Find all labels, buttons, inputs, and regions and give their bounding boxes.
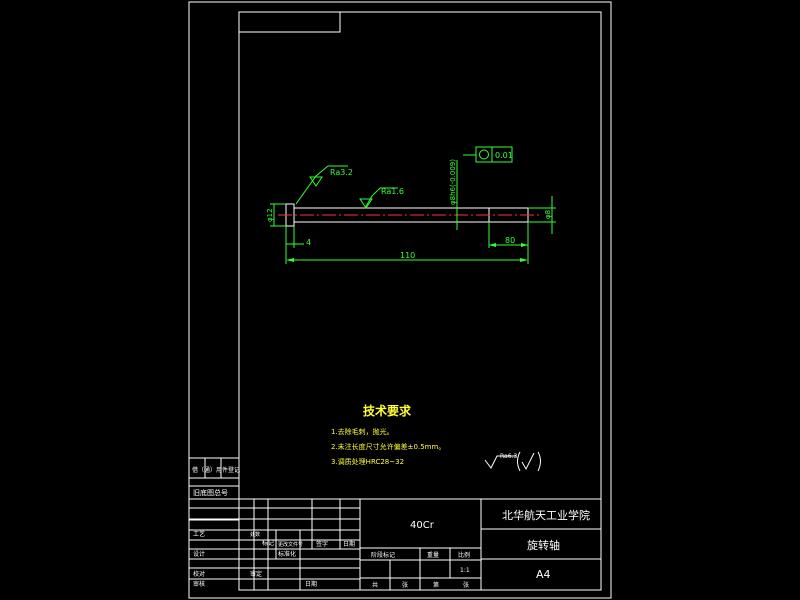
side-strip: 借（通）用件登记 旧底图总号 [189,457,240,569]
school-text: 北华航天工业学院 [502,508,590,522]
sheet-size-text: A4 [536,568,551,581]
roughness-top: Ra3.2 [330,168,353,177]
label-craft: 工艺 [193,530,205,538]
shaft-drawing: 110 80 4 φ12 φ8 φ8h6(-0.009) 0.01 R [266,146,556,264]
note-2: 2.未注长度尺寸允许偏差±0.5mm。 [331,442,445,451]
side-label-2: 旧底图总号 [193,488,228,497]
code-box [238,11,341,33]
part-name-text: 旋转轴 [527,538,560,552]
roughness-symbol-icon-2 [359,198,373,209]
sheet-zhang2: 张 [463,581,469,589]
dim-vertical: φ8h6(-0.009) [449,159,457,205]
general-roughness: Ra6.3 [484,451,541,472]
label-date: 日期 [305,580,317,588]
side-label-1: 借（通）用件登记 [192,466,240,474]
row-label-change: 更改文件号 [278,541,303,548]
row-label-date: 日期 [343,540,355,548]
drawing-frame [238,11,602,591]
material-text: 40Cr [410,520,435,531]
tolerance-value: 0.01 [495,151,513,160]
note-1: 1.去除毛刺，抛光。 [331,427,394,436]
ratio-label: 比例 [458,551,470,559]
roughness-general: Ra6.3 [500,453,517,460]
title-block: 标记 处数 更改文件号 签字 日期 设计 标准化 校对 审定 审核 工艺 日期 … [189,498,601,590]
stage-label: 阶段标记 [371,551,395,559]
scale-text: 1:1 [460,567,470,574]
dim-dia-right: φ8 [544,210,552,219]
roughness-mid: Ra1.6 [381,187,404,196]
technical-notes: 技术要求 1.去除毛刺，抛光。 2.未注长度尺寸允许偏差±0.5mm。 3.调质… [331,403,445,466]
dim-110: 110 [400,251,415,260]
label-approve: 审定 [250,570,262,578]
row-label-mark: 标记 [262,539,274,547]
dim-4: 4 [306,238,311,247]
note-3: 3.调质处理HRC28~32 [331,457,404,466]
label-standard: 标准化 [278,550,296,558]
weight-label: 重量 [427,551,439,559]
label-check: 校对 [193,570,205,578]
sheet-total-label: 共 [372,581,378,589]
row-label-sign: 签字 [316,540,328,548]
dim-80: 80 [505,236,515,245]
row-label-count: 处数 [250,531,260,538]
cylindricity-icon [479,149,489,160]
notes-title: 技术要求 [363,403,412,418]
tolerance-frame [475,146,513,163]
sheet-num-label: 第 [433,581,439,589]
sheet-border [188,1,612,599]
dim-dia-left: φ12 [266,208,274,222]
label-design: 设计 [193,550,205,558]
label-review: 审核 [193,580,205,588]
sheet-zhang1: 张 [402,581,408,589]
roughness-symbol-icon [309,176,323,187]
